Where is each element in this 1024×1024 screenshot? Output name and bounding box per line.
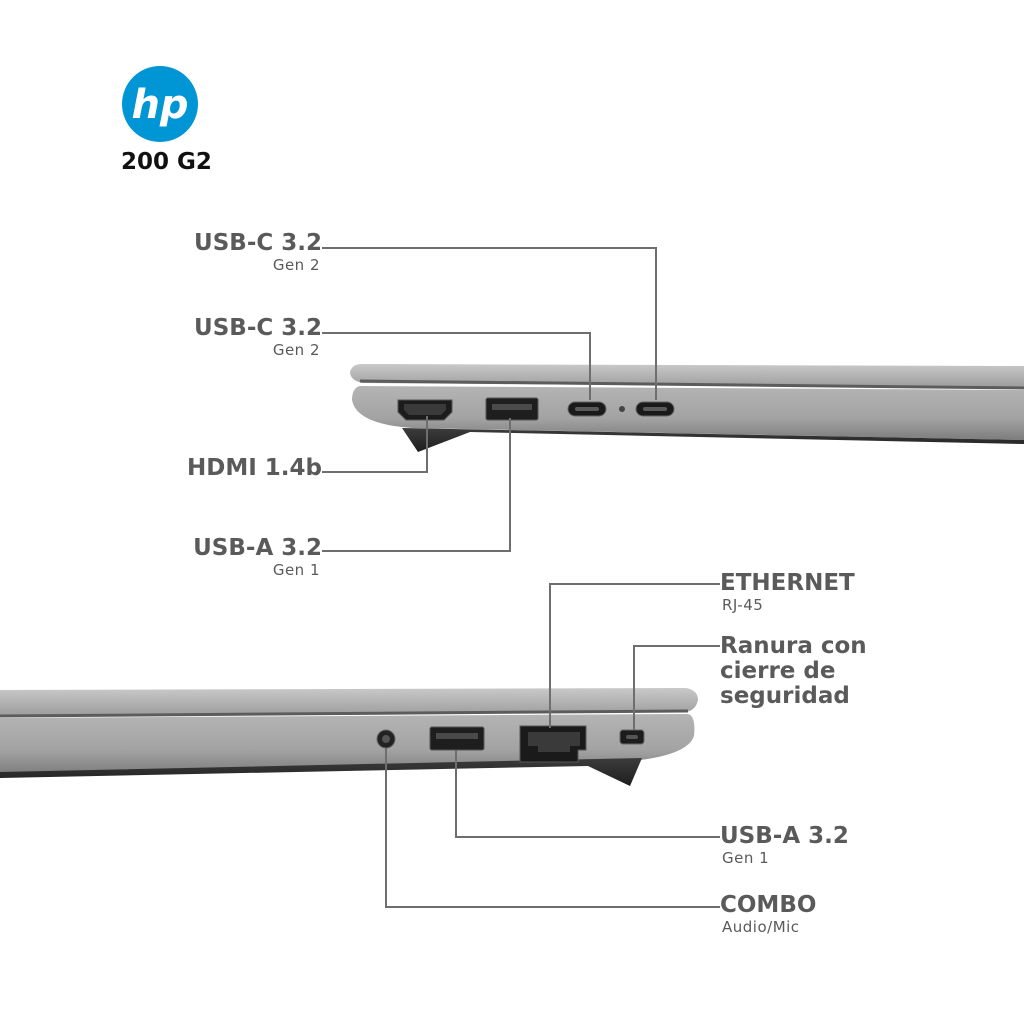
- port-sublabel: Audio/Mic: [722, 918, 800, 936]
- port-label: Ranura con: [720, 633, 867, 659]
- leader-line: [549, 583, 720, 728]
- leader-line: [322, 418, 511, 552]
- port-label: cierre de: [720, 658, 835, 684]
- leader-line: [633, 645, 720, 730]
- hp-logo-circle: [122, 66, 198, 142]
- leader-line: [322, 332, 591, 400]
- port-sublabel: RJ-45: [722, 596, 763, 614]
- port-label: seguridad: [720, 683, 850, 709]
- labels-right-side: ETHERNET RJ-45 Ranura con cierre de segu…: [720, 570, 867, 936]
- port-label: COMBO: [720, 892, 816, 918]
- brand-logo: hp 200 G2: [121, 66, 212, 175]
- model-name: 200 G2: [121, 149, 212, 175]
- leader-line: [385, 748, 720, 908]
- leader-line: [322, 416, 428, 473]
- laptop-right-side: [0, 688, 698, 786]
- port-label: USB-C 3.2: [194, 230, 322, 256]
- port-label: ETHERNET: [720, 570, 855, 596]
- port-sublabel: Gen 1: [273, 561, 320, 579]
- port-label: USB-A 3.2: [720, 823, 849, 849]
- port-label: HDMI 1.4b: [187, 455, 322, 481]
- labels-left-side: USB-C 3.2 Gen 2 USB-C 3.2 Gen 2 HDMI 1.4…: [187, 230, 322, 579]
- laptop-lid: [0, 688, 698, 716]
- laptop-foot: [0, 758, 642, 786]
- port-label: USB-A 3.2: [193, 535, 322, 561]
- laptop-left-side: [350, 364, 1024, 452]
- hp-logo-text: hp: [131, 82, 188, 128]
- leader-lines-left-side: [322, 247, 657, 552]
- leader-line: [455, 750, 720, 838]
- port-label: USB-C 3.2: [194, 315, 322, 341]
- port-sublabel: Gen 2: [273, 341, 320, 359]
- laptop-foot: [402, 428, 1024, 452]
- charge-led-icon: [619, 406, 625, 412]
- leader-line: [322, 247, 657, 400]
- leader-lines-right-side: [385, 583, 720, 908]
- port-sublabel: Gen 2: [273, 256, 320, 274]
- port-sublabel: Gen 1: [722, 849, 769, 867]
